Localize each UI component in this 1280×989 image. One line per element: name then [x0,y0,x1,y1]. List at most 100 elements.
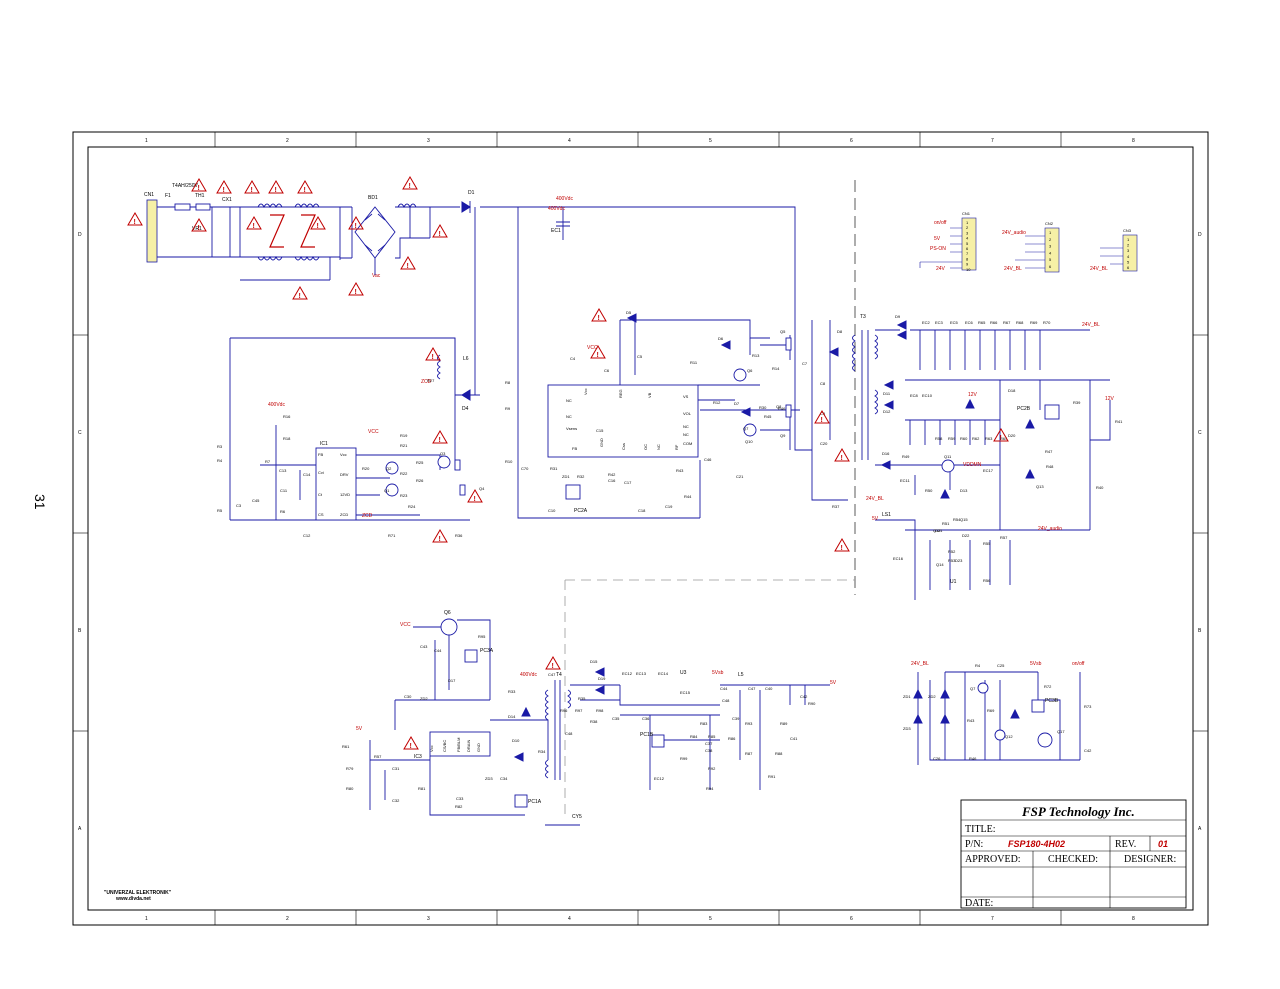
ic3-pin-4: DRAIN [466,739,471,752]
standby-cap-11: C40 [765,686,773,691]
date-label: DATE: [965,898,993,909]
ic3-pin-2: CS/BC [442,740,447,752]
zone-col-bottom-6: 6 [850,916,853,922]
warning-mark: ! [299,293,301,300]
llc-resistor-14: R44 [684,494,692,499]
warning-mark: ! [198,185,200,192]
standby-cap-2: C31 [392,766,400,771]
cn3-signal-bl: 24V_BL [1090,266,1108,272]
prot-zener-2: ZD2 [928,694,936,699]
sec-cap-3: EC5 [950,320,959,325]
cn3-pins-1: 1 [1127,237,1130,242]
zone-row-right-D: D [1198,232,1202,238]
bulk-cap-label: EC1 [551,228,561,234]
warning-icon: ! [403,736,419,750]
llc-resistor-1: R8 [505,380,511,385]
sec-5v-label: 5V [872,516,879,522]
sec-diode-9: D22 [962,533,970,538]
llc-pin-9: RF [674,444,679,450]
pfc-resistor-4: R6 [280,509,286,514]
pfc-cap-2: C45 [252,498,260,503]
zone-col-top-6: 6 [850,138,853,144]
sec-resistor-16: R59 [948,436,956,441]
llc-transistor-2: Q6 [747,368,753,373]
sec-resistor-19: R63 [985,436,993,441]
pfc-resistor-7: R18 [283,436,291,441]
pfc-resistor-14: R25 [416,460,424,465]
zone-row-right-B: B [1198,628,1202,634]
standby-cap-1: C30 [404,694,412,699]
t3-label: T3 [860,314,866,320]
standby-resistor-16: R88 [775,751,783,756]
sec-resistor-15: R58 [935,436,943,441]
llc-pin-12: VB [647,392,652,398]
sec-diode-7: D20 [1008,433,1016,438]
warning-icon: ! [268,180,284,194]
cn1-pins-1: 1 [966,220,969,225]
llc-resistor-7: R14 [772,366,780,371]
standby-cap-4: C33 [456,796,464,801]
pfc-ic-label: IC1 [320,441,328,447]
pfc-cap-1: C3 [236,503,242,508]
llc-pin-10: Vcc [583,388,588,395]
llc-pin-6: Css [621,443,626,450]
cn3-pins-5: 5 [1127,259,1130,264]
standby-cap-10: C39 [732,716,740,721]
pfc-resistor-10: R21 [400,443,408,448]
title-block: FSP Technology Inc. TITLE: P/N: FSP180-4… [960,799,1187,909]
l6-label: L6 [463,356,469,362]
varistor-label: VR1 [192,226,202,232]
pfc-resistor-8: R19 [400,433,408,438]
pfc-resistor-6: R16 [283,414,291,419]
llc-cap-13: C20 [820,441,828,446]
zone-row-left-C: C [78,430,82,436]
llc-cap-8: C15 [596,428,604,433]
standby-resistor-23: R95 [478,634,486,639]
warning-mark: ! [552,663,554,670]
zone-row-right-A: A [1198,826,1202,832]
zone-col-top-7: 7 [991,138,994,144]
prot-zener-1: ZD1 [903,694,911,699]
pfc-transistor-3: Q3 [440,451,446,456]
warning-mark: ! [223,187,225,194]
standby-5vsb-label: 5Vsb [712,670,724,676]
standby-cap-21: EC15 [680,690,691,695]
warning-mark: ! [198,225,200,232]
warning-mark: ! [409,183,411,190]
pfc-transistor-1: Q2 [386,466,392,471]
cn3-pins-6: 6 [1127,265,1130,270]
sec-resistor-top-6: R70 [1043,320,1051,325]
zone-col-top-1: 1 [145,138,148,144]
prot-resistor-5: R72 [1044,684,1052,689]
llc-pin-15: NC [683,424,689,429]
llc-cap-2: C5 [637,354,643,359]
warning-icon: ! [814,410,830,424]
pfc-pin-3: Cvi [318,470,324,475]
pfc-pin-6: 12VD [340,492,350,497]
cn1-pins-10: 10 [966,267,971,272]
u3-label: U3 [680,670,687,676]
llc-resistor-5: R12 [713,400,721,405]
warning-icon: ! [191,218,207,232]
warning-icon: ! [348,216,364,230]
warning-icon: ! [216,180,232,194]
standby-cap-20: EC14 [658,671,669,676]
connector-cn1-label: CN1 [962,211,971,216]
standby-resistor-9: R81 [418,786,426,791]
pc1a-label: PC1A [528,799,542,805]
pfc-cap-3: C11 [280,488,288,493]
warning-mark: ! [410,743,412,750]
standby-zener-1: ZD2 [420,696,428,701]
prot-zener-3: ZD3 [903,726,911,731]
standby-resistor-10: R82 [455,804,463,809]
pn-value: FSP180-4H02 [1008,839,1065,849]
warning-mark: ! [841,455,843,462]
sec-24vbl2-label: 24V_BL [866,496,884,502]
connector-cn1-body [961,217,977,271]
sec-diode-1: D9 [895,314,901,319]
zone-col-bottom-5: 5 [709,916,712,922]
llc-pin-1: NC [566,398,572,403]
